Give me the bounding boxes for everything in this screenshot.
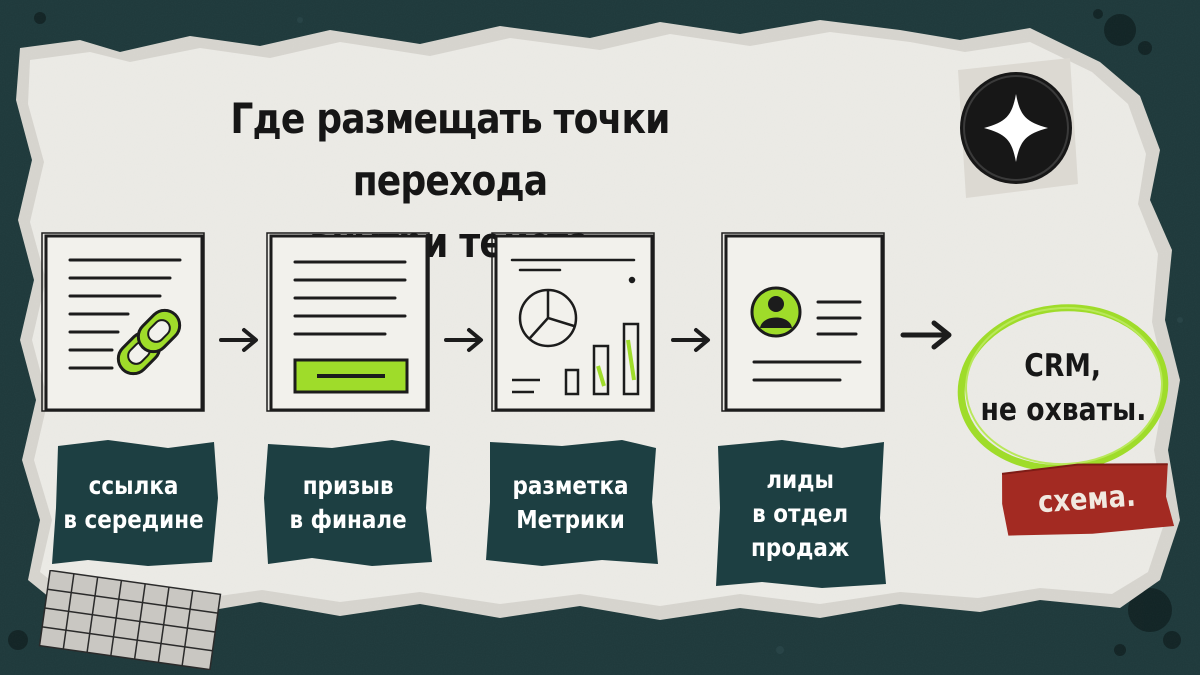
scheme-tag: схема. [998,456,1177,542]
result-circle: CRM, не охваты. [952,298,1174,478]
analytics-chart-icon [512,288,640,396]
step-card-link [40,230,208,416]
step-label-cta: призыв в финале [262,438,434,568]
four-point-star-icon [984,94,1048,162]
step-card-analytics [490,230,658,416]
step-label-link: ссылка в середине [48,438,220,568]
result-line-1: CRM, [1024,348,1102,384]
title-line-2: внутри текста [309,218,591,267]
scheme-tag-label: схема. [1037,478,1137,520]
step-label-line: разметка [512,471,630,500]
step-label-analytics: разметка Метрики [482,438,660,568]
cta-button-icon [293,358,409,394]
result-line-2: не охваты. [980,392,1146,428]
step-label-line: призыв [302,471,394,500]
arrow-4 [900,318,956,352]
title-line-1: Где размещать точки перехода [230,94,670,205]
step-label-line: в отдел [751,499,848,528]
user-profile-icon [750,286,802,338]
step-card-leads [720,230,888,416]
step-label-line: ссылка [89,471,179,500]
step-label-line: в середине [63,505,205,534]
arrow-1 [218,326,262,354]
grid-paper-icon [30,570,230,670]
step-label-line: лиды [766,465,834,494]
step-label-leads: лиды в отдел продаж [712,438,888,590]
badge [944,52,1084,202]
arrow-2 [443,326,487,354]
chain-link-icon [116,308,182,376]
arrow-3 [670,326,714,354]
step-label-line: в финале [289,505,407,534]
step-label-line: продаж [750,533,850,562]
step-card-cta [265,230,433,416]
step-label-line: Метрики [516,505,626,534]
page-title: Где размещать точки перехода внутри текс… [149,88,751,274]
